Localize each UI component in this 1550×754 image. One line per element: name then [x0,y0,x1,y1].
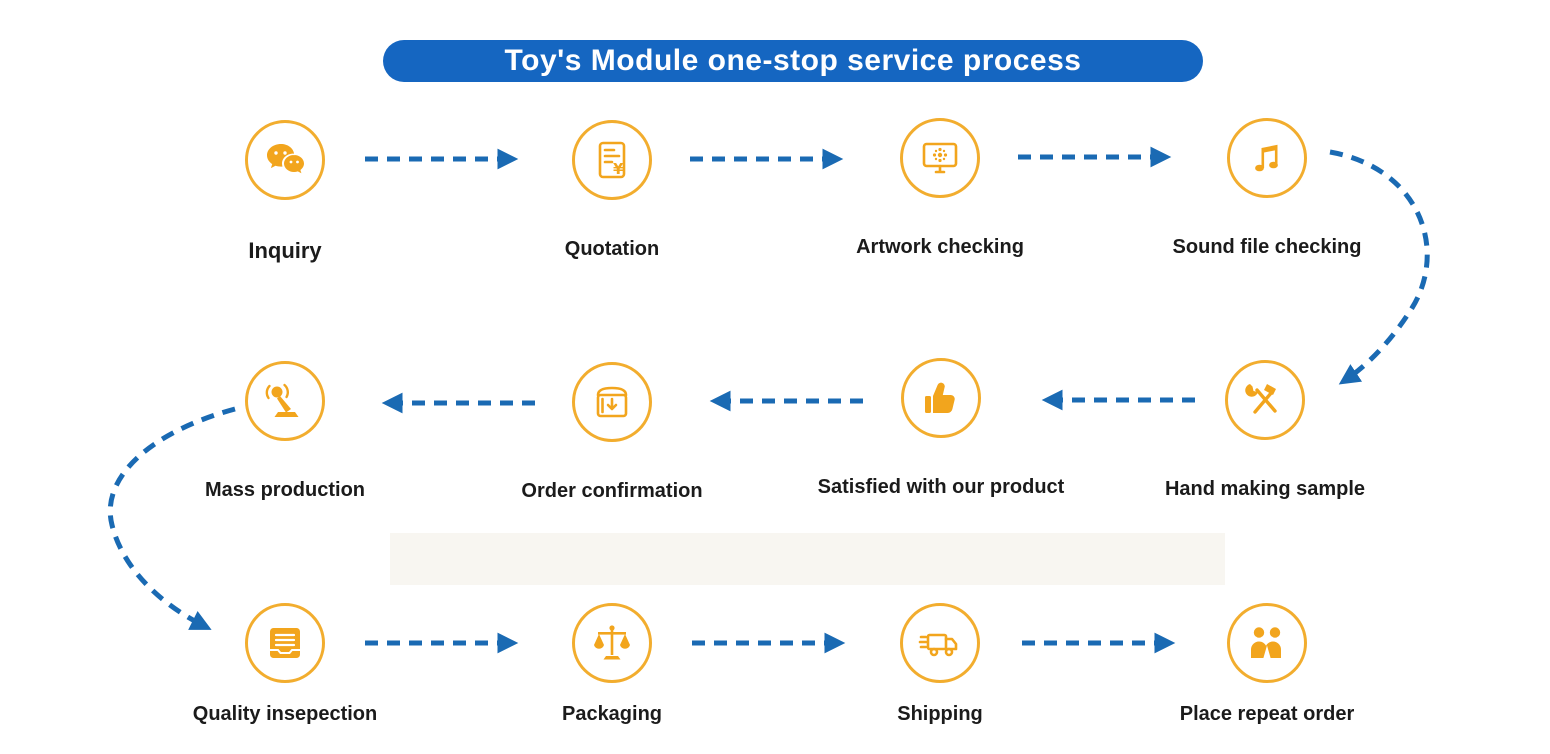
order-box-icon [596,386,628,418]
music-notes-icon [1255,144,1278,172]
step-label: Place repeat order [1179,703,1355,725]
monitor-artwork-icon [922,142,958,174]
robot-arm-icon [265,383,299,417]
step-label: Quality insepection [192,703,378,725]
title-banner: Toy's Module one-stop service process [383,40,1203,82]
step-circle [245,361,325,441]
step-label: Sound file checking [1172,236,1362,258]
step-circle [572,603,652,683]
step-label: Artwork checking [856,236,1024,258]
step-label: Inquiry [248,238,322,263]
delivery-truck-icon [918,633,958,657]
step-circle: ¥ [572,120,652,200]
thumbs-up-icon [925,382,955,413]
step-label: Satisfied with our product [817,476,1065,498]
step-circle [245,120,325,200]
step-label: Packaging [561,703,663,725]
step-circle [1225,360,1305,440]
wechat-icon [267,144,304,174]
handshake-icon [1251,627,1281,658]
step-circle [1227,118,1307,198]
step-label: Hand making sample [1164,478,1366,500]
step-circle [1227,603,1307,683]
step-label: Quotation [564,238,660,260]
step-label: Mass production [204,479,366,501]
step-circle [900,118,980,198]
tools-icon [1245,384,1277,414]
document-tray-icon [269,628,301,658]
arrow-soundfile-to-handmaking [1329,149,1430,385]
watermark-band [390,533,1225,585]
step-circle [900,603,980,683]
svg-text:¥: ¥ [613,160,624,178]
step-label: Shipping [897,703,983,725]
step-circle [572,362,652,442]
step-circle [901,358,981,438]
quotation-doc-icon: ¥ [598,141,626,179]
step-label: Order confirmation [521,480,703,502]
step-circle [245,603,325,683]
page-title: Toy's Module one-stop service process [504,44,1082,77]
arrow-massproduction-to-qualityinspection [107,406,236,630]
balance-scale-icon [594,625,630,660]
